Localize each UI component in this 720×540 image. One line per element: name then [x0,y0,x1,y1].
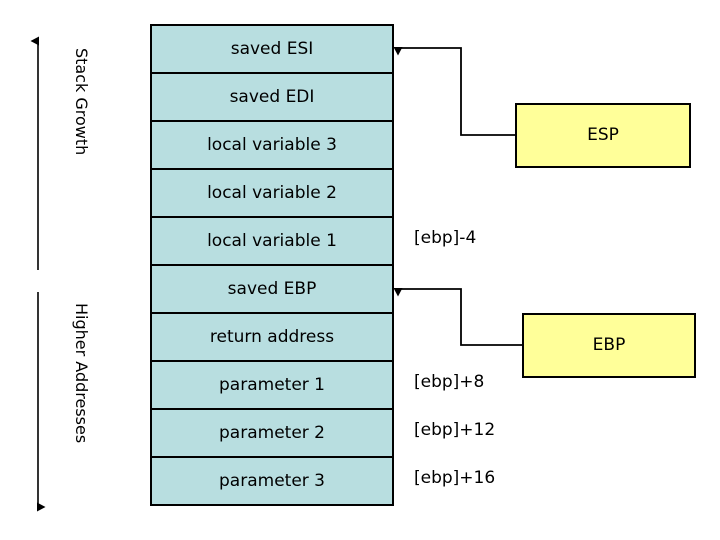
esp-register-box: ESP [515,103,691,168]
stack-row: saved EBP [152,266,392,314]
offset-label-ebp-plus-8: [ebp]+8 [414,372,485,392]
stack-row: parameter 1 [152,362,392,410]
stack-row: local variable 3 [152,122,392,170]
stack-cell-label: saved ESI [230,38,314,59]
ebp-register-box: EBP [522,313,696,378]
stack-row: local variable 2 [152,170,392,218]
higher-addresses-arrow [37,292,46,512]
offset-label-ebp-plus-16: [ebp]+16 [414,468,496,488]
esp-register-label: ESP [587,125,619,145]
stack-growth-arrow [30,36,39,270]
stack-row: saved ESI [152,26,392,74]
stack-growth-label: Stack Growth [72,48,91,156]
stack-cell-label: return address [209,326,335,347]
stack-row: local variable 1 [152,218,392,266]
stack-table: saved ESI saved EDI local variable 3 loc… [150,24,394,506]
ebp-connector [393,288,522,346]
offset-label-ebp-plus-12: [ebp]+12 [414,420,496,440]
stack-row: return address [152,314,392,362]
stack-row: saved EDI [152,74,392,122]
stack-row: parameter 3 [152,458,392,506]
stack-cell-label: parameter 2 [219,422,325,443]
esp-connector [393,47,515,136]
higher-addresses-label: Higher Addresses [72,303,91,444]
ebp-register-label: EBP [592,335,626,355]
stack-cell-label: saved EDI [229,86,315,107]
stack-cell-label: parameter 1 [219,374,325,395]
stack-cell-label: local variable 2 [207,182,337,203]
stack-cell-label: local variable 1 [207,230,337,251]
offset-label-ebp-minus-4: [ebp]-4 [414,228,477,248]
stack-cell-label: parameter 3 [219,470,325,491]
stack-cell-label: saved EBP [227,278,317,299]
stack-cell-label: local variable 3 [207,134,337,155]
stack-row: parameter 2 [152,410,392,458]
